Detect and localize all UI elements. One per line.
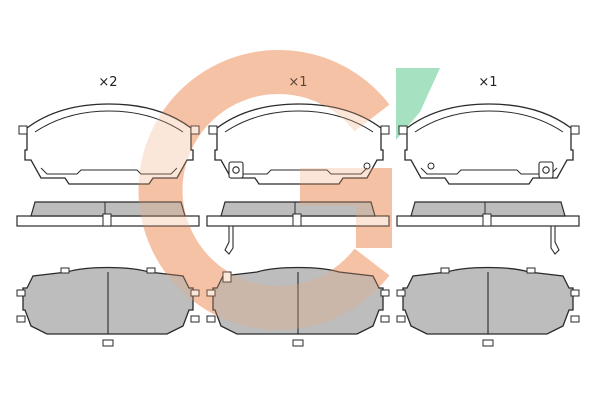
backing-plate-view [18,103,200,185]
wear-indicator-clip [228,161,244,179]
column3 [396,103,580,347]
watermark-arrow [396,68,440,140]
quantity-label-column1: ×2 [98,75,117,90]
rivet-hole [363,162,371,170]
wear-indicator-clip [538,161,554,179]
watermark-overlay [138,50,392,330]
backing-plate-view [208,103,390,185]
side-profile-view [396,201,580,255]
backing-plate-view [398,103,580,185]
wear-indicator-tab [224,225,234,255]
friction-face-view [206,266,390,347]
side-profile-view [16,201,200,227]
side-profile-view [206,201,390,255]
wear-indicator-tab [550,225,560,255]
column1 [16,103,200,347]
rivet-hole [427,162,435,170]
column2 [206,103,390,347]
quantity-label-column3: ×1 [478,75,497,90]
friction-face-view [396,266,580,347]
quantity-label-column2: ×1 [288,75,307,90]
friction-face-view [16,266,200,347]
